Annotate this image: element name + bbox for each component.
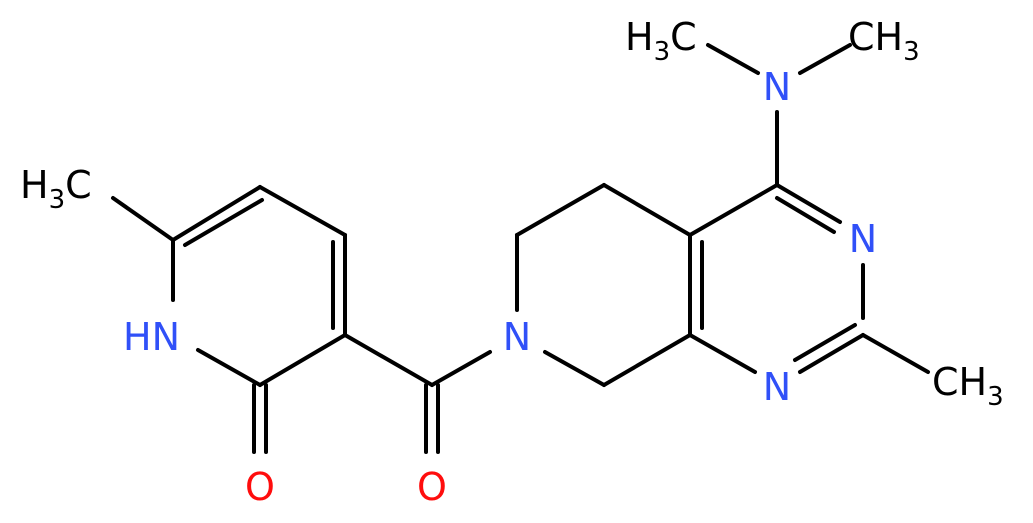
bond [171,185,262,242]
bond [688,183,779,237]
bond [430,350,492,387]
methyl-label-nme-left: H3C [625,15,697,67]
pyrimidine-n1-label: N [763,365,791,409]
bond [861,333,930,374]
nh-label: HN [123,315,180,359]
bond [793,323,857,362]
bond [688,333,757,374]
methyl-label-pyrimidine: CH3 [932,360,1004,412]
bond [515,183,606,237]
bond [706,43,760,75]
pyrimidine-n3-label: N [849,217,877,261]
ring-nitrogen-label: N [503,315,531,359]
bond [543,350,606,387]
bonds [111,43,930,454]
bond [602,333,692,387]
atom-labels: H3C HN O O N N N N H3C CH3 CH3 [20,15,1004,509]
bond [183,198,264,247]
dimethylamino-nitrogen-label: N [763,65,791,109]
carbonyl-oxygen-label: O [417,465,447,509]
bond [775,196,836,234]
pyridone-oxygen-label: O [245,465,275,509]
bond [343,333,434,387]
methyl-label-pyridone: H3C [20,163,92,215]
bond [798,333,865,374]
bond [258,185,347,237]
bond [258,333,347,387]
bond [602,183,692,237]
bond [196,348,262,387]
bond [798,43,852,75]
bond [775,183,842,224]
methyl-label-nme-right: CH3 [848,15,920,67]
bond [111,196,175,242]
